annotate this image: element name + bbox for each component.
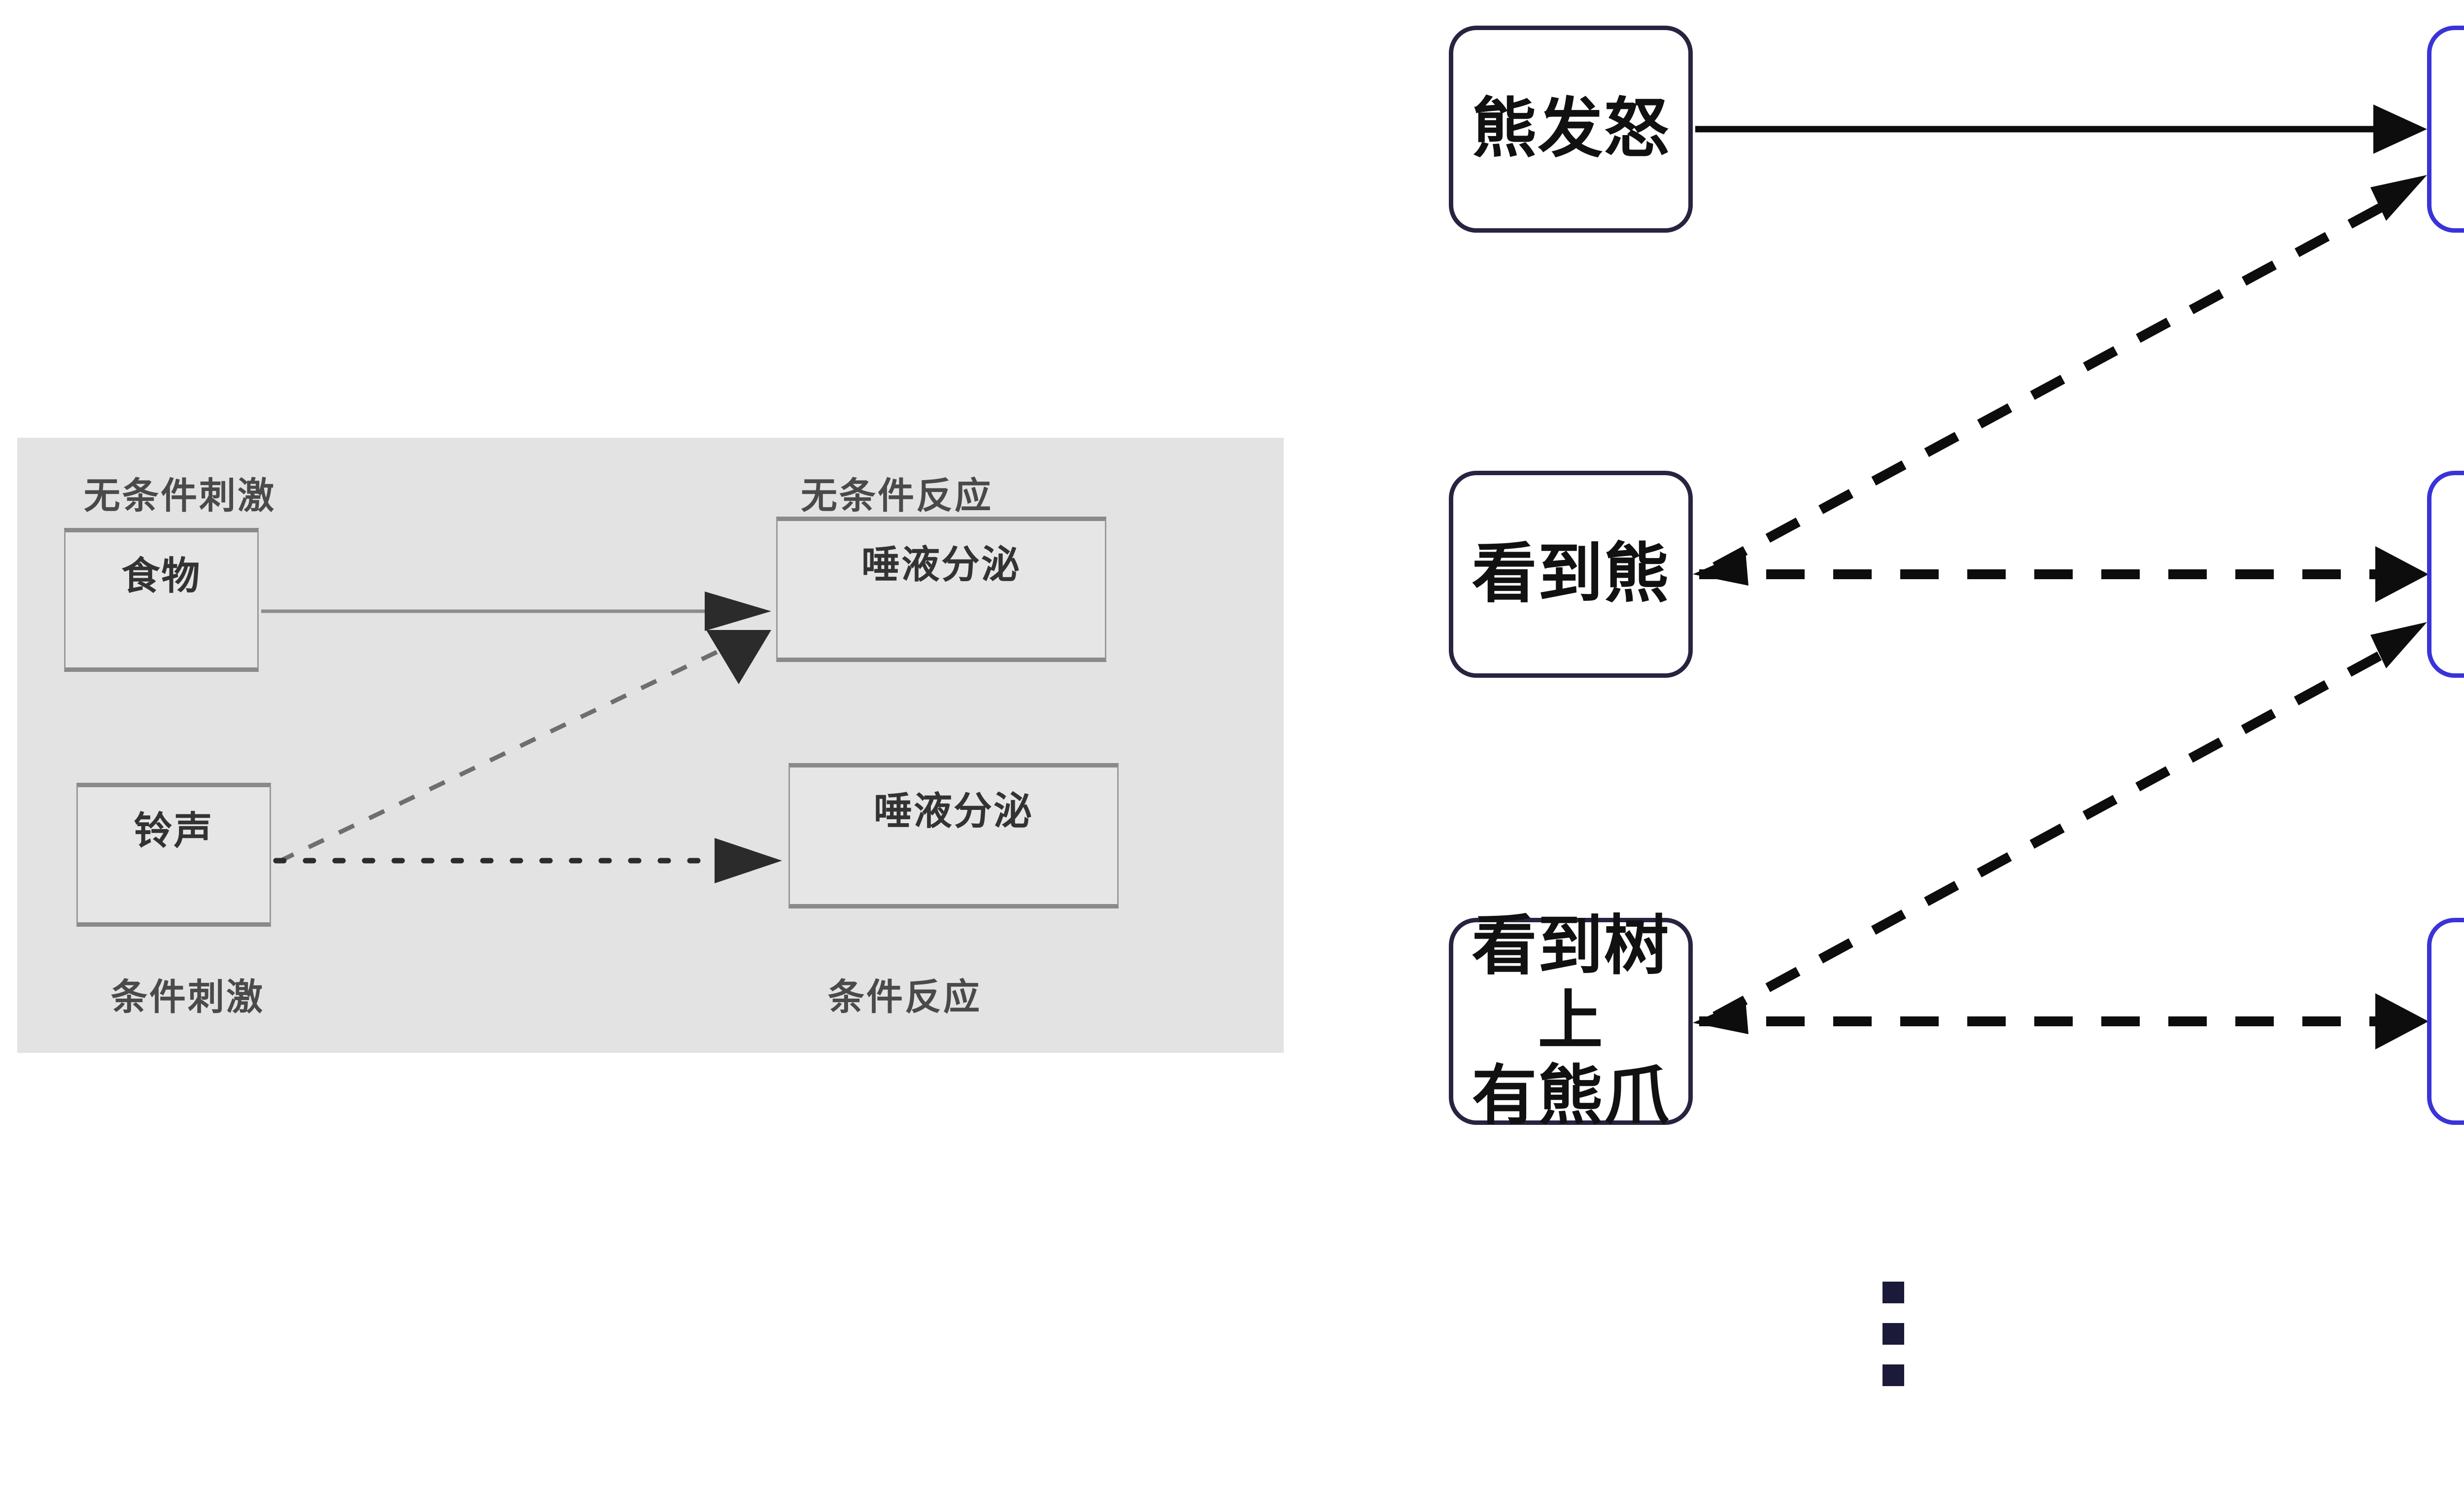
- td-learning-panel: 熊发怒 看到熊 看到树上 有熊爪 奖励 V(s′) V(s): [1370, 0, 2464, 1499]
- classical-arrows-layer: [261, 592, 782, 883]
- edge-see-claw-to-v-s-prime: [1693, 622, 2427, 1034]
- state-box-see-claw[interactable]: 看到树上 有熊爪: [1449, 908, 1693, 1133]
- edge-see-claw-to-v-s: [1699, 993, 2429, 1049]
- box-salivation-unconditioned: 唾液分泌: [776, 517, 1106, 662]
- state-box-bear-angry-label: 熊发怒: [1472, 91, 1670, 167]
- ellipsis-dot: [1882, 1323, 1904, 1345]
- edge-bear-angry-to-reward: [1695, 105, 2427, 154]
- arrow-bell-to-salivation-horizontal: [273, 838, 782, 883]
- label-unconditioned-response: 无条件反应: [801, 475, 993, 517]
- label-conditioned-stimulus: 条件刺激: [111, 976, 265, 1018]
- edge-see-bear-to-reward: [1693, 175, 2427, 586]
- box-salivation-unconditioned-label: 唾液分泌: [861, 543, 1021, 587]
- box-bell: 铃声: [76, 783, 271, 927]
- state-box-bear-angry[interactable]: 熊发怒: [1449, 26, 1693, 233]
- value-box-reward[interactable]: 奖励: [2427, 26, 2464, 233]
- box-food-label: 食物: [121, 554, 202, 598]
- label-conditioned-response: 条件反应: [828, 976, 982, 1018]
- ellipsis-dot: [1882, 1364, 1904, 1386]
- box-salivation-conditioned-label: 唾液分泌: [873, 789, 1033, 834]
- arrow-bell-to-salivation-diagonal: [277, 630, 771, 864]
- label-unconditioned-stimulus: 无条件刺激: [84, 475, 276, 517]
- state-box-see-bear[interactable]: 看到熊: [1449, 471, 1693, 678]
- arrow-food-to-salivation: [261, 592, 771, 631]
- state-box-see-claw-label: 看到树上 有熊爪: [1472, 908, 1670, 1134]
- box-salivation-conditioned: 唾液分泌: [788, 763, 1119, 908]
- ellipsis-dot: [1882, 1282, 1904, 1303]
- ellipsis-state-column: [1882, 1282, 1904, 1386]
- classical-conditioning-panel: 无条件刺激 无条件反应 条件刺激 条件反应 食物 铃声 唾液分泌 唾液分泌: [17, 438, 1284, 1053]
- edge-see-bear-to-v-s-prime: [1699, 546, 2429, 602]
- box-food: 食物: [64, 528, 259, 672]
- state-box-see-bear-label: 看到熊: [1472, 536, 1670, 612]
- box-bell-label: 铃声: [134, 809, 214, 853]
- value-box-v-s[interactable]: V(s): [2427, 918, 2464, 1125]
- value-box-v-s-prime[interactable]: V(s′): [2427, 471, 2464, 678]
